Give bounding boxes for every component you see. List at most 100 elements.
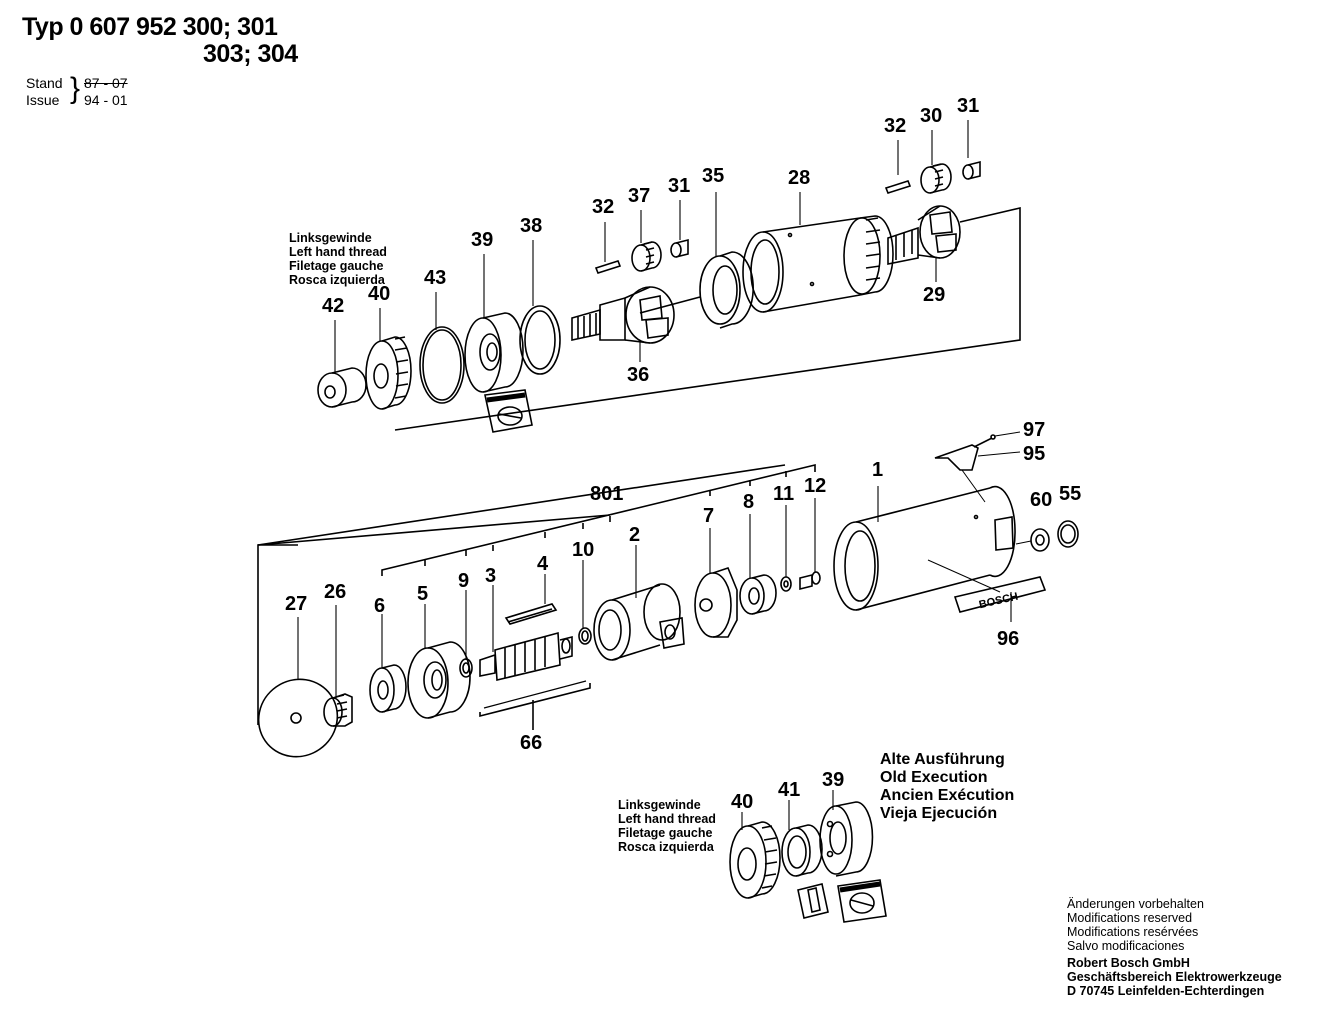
part-39-old-section-box	[837, 879, 887, 923]
part-label-32-mid: 32	[592, 196, 614, 218]
footer-line: Salvo modificaciones	[1067, 939, 1185, 953]
part-label-801: 801	[590, 483, 623, 505]
part-label-95: 95	[1023, 443, 1045, 465]
part-97-screw	[973, 431, 1021, 448]
part-29-ring-gear	[887, 205, 961, 265]
part-label-32-top: 32	[884, 115, 906, 137]
part-38-ring	[519, 305, 561, 375]
part-label-39-old: 39	[822, 769, 844, 791]
part-label-27: 27	[285, 593, 307, 615]
part-8-bearing	[739, 574, 777, 615]
part-2-cylinder	[593, 583, 685, 661]
part-label-36: 36	[627, 364, 649, 386]
note-line: Left hand thread	[289, 245, 387, 259]
part-label-37: 37	[628, 185, 650, 207]
part-6-bearing	[369, 664, 407, 713]
part-32-pin-top	[884, 180, 912, 194]
part-label-3: 3	[485, 565, 496, 587]
part-30-gear	[920, 163, 952, 194]
part-label-12: 12	[804, 475, 826, 497]
part-96-nameplate	[953, 576, 1047, 613]
stand-brace: }	[70, 72, 81, 105]
note-line: Filetage gauche	[618, 826, 713, 840]
part-41-section-box	[797, 883, 829, 919]
part-60-seal	[1015, 528, 1050, 552]
note-line: Linksgewinde	[289, 231, 372, 245]
brand-label: BOSCH	[978, 591, 1019, 612]
part-label-2: 2	[629, 524, 640, 546]
footer-company: D 70745 Leinfelden-Echterdingen	[1067, 984, 1265, 998]
part-label-97: 97	[1023, 419, 1045, 441]
part-7-end-plate	[694, 567, 738, 638]
left-thread-note-top: Linksgewinde Left hand thread Filetage g…	[289, 231, 387, 287]
part-label-10: 10	[572, 539, 594, 561]
document-title-line2: 303; 304	[203, 40, 298, 68]
left-thread-note-bottom: Linksgewinde Left hand thread Filetage g…	[618, 798, 716, 854]
part-12-screw	[799, 571, 821, 591]
part-label-42: 42	[322, 295, 344, 317]
part-label-55: 55	[1059, 483, 1081, 505]
note-line: Alte Ausführung	[880, 751, 1005, 768]
part-31-roller-mid	[670, 238, 689, 258]
note-line: Rosca izquierda	[618, 840, 714, 854]
part-5-end-plate	[407, 641, 471, 719]
part-3-rotor	[479, 631, 573, 681]
footer-block: Änderungen vorbehalten Modifications res…	[1067, 897, 1282, 998]
part-4-rotor-blades	[504, 603, 558, 625]
part-label-9: 9	[458, 570, 469, 592]
bracket-66	[479, 683, 591, 718]
part-label-30: 30	[920, 105, 942, 127]
part-label-4: 4	[537, 553, 549, 575]
part-label-43: 43	[424, 267, 446, 289]
part-label-40-old: 40	[731, 791, 753, 813]
part-number-labels: 32 30 31 32 37 31 35 28 39 38 43 42 40 3…	[285, 95, 1081, 813]
footer-line: Modifications reserved	[1067, 911, 1193, 925]
note-line: Ancien Exécution	[880, 787, 1015, 804]
part-42-nut	[317, 367, 367, 408]
part-label-11: 11	[773, 483, 794, 505]
note-line: Filetage gauche	[289, 259, 384, 273]
part-39-section-box	[484, 389, 533, 433]
leader-lines	[297, 120, 1012, 830]
footer-company: Robert Bosch GmbH	[1067, 956, 1190, 970]
part-55-ring	[1057, 520, 1079, 548]
part-1-motor-housing	[833, 485, 1016, 611]
bracket-801	[381, 463, 816, 576]
stand-value: 87 - 07	[84, 75, 128, 91]
part-40-threaded-ring	[365, 336, 412, 410]
part-label-96: 96	[997, 628, 1019, 650]
part-label-5: 5	[417, 583, 428, 605]
part-label-40-top: 40	[368, 283, 390, 305]
note-line: Old Execution	[880, 769, 988, 786]
part-41-old-sleeve	[781, 824, 823, 877]
document-title-line1: Typ 0 607 952 300; 301	[22, 13, 278, 41]
note-line: Vieja Ejecución	[880, 805, 998, 822]
part-label-60: 60	[1030, 489, 1052, 511]
part-43-o-ring	[419, 326, 465, 404]
part-label-35: 35	[702, 165, 724, 187]
part-label-39-top: 39	[471, 229, 493, 251]
note-line: Linksgewinde	[618, 798, 701, 812]
part-label-29: 29	[923, 284, 945, 306]
footer-line: Modifications resérvées	[1067, 925, 1199, 939]
part-label-41: 41	[778, 779, 800, 801]
part-26-pinion	[323, 693, 353, 727]
note-line: Left hand thread	[618, 812, 716, 826]
part-28-gear-housing	[742, 215, 894, 313]
footer-company: Geschäftsbereich Elektrowerkzeuge	[1067, 970, 1282, 984]
part-label-31-top: 31	[957, 95, 979, 117]
part-37-gear	[631, 241, 662, 272]
issue-label: Issue	[26, 92, 60, 108]
motor-assembly-frame	[257, 544, 298, 725]
part-label-38: 38	[520, 215, 542, 237]
part-27-fan-disc	[257, 678, 339, 758]
part-label-31-mid: 31	[668, 175, 690, 197]
part-32-pin-mid	[594, 260, 622, 274]
footer-line: Änderungen vorbehalten	[1067, 897, 1204, 911]
part-11-washer	[780, 576, 792, 592]
part-label-7: 7	[703, 505, 714, 527]
part-9-washer	[459, 658, 473, 678]
part-label-28: 28	[788, 167, 810, 189]
part-label-8: 8	[743, 491, 754, 513]
